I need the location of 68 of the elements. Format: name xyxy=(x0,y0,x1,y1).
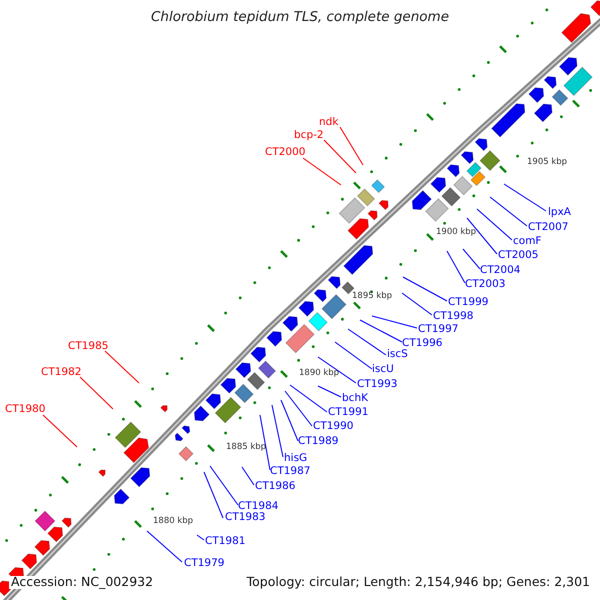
gene-label: CT1993 xyxy=(357,379,398,390)
gene-label: CT1979 xyxy=(184,558,224,568)
gene-label: CT1998 xyxy=(433,311,474,322)
leader-line xyxy=(146,530,182,562)
gene-label: CT1981 xyxy=(205,536,246,546)
genome-stats-text: Topology: circular; Length: 2,154,946 bp; Genes: 2,301 xyxy=(244,576,592,588)
leader-line xyxy=(272,404,284,458)
leader-line xyxy=(290,384,328,412)
scale-label: 1900 kbp xyxy=(436,228,476,236)
gene-label: CT2005 xyxy=(498,250,538,260)
scale-label: 1885 kbp xyxy=(226,443,266,452)
leader-line xyxy=(210,466,238,506)
leader-line xyxy=(334,342,372,370)
leader-line xyxy=(80,376,114,410)
gene-label: CT1984 xyxy=(238,501,278,512)
gene-label: CT1980 xyxy=(5,404,46,414)
leader-line xyxy=(318,386,342,398)
gene-label: hisG xyxy=(284,453,308,464)
gene-label: CT1983 xyxy=(225,512,266,522)
gene-label: CT1996 xyxy=(402,338,442,348)
leader-line xyxy=(476,208,512,240)
gene-label: CT2004 xyxy=(480,265,520,276)
map-title: Chlorobium tepidum TLS, complete genome xyxy=(150,11,450,24)
leader-line xyxy=(402,292,432,316)
gene-label: CT1997 xyxy=(418,324,458,334)
gene-label: CT2003 xyxy=(465,279,506,290)
gene-label: bchK xyxy=(342,393,368,404)
leader-line xyxy=(318,356,356,384)
gene-label: CT1999 xyxy=(448,297,488,308)
gene-label: CT1986 xyxy=(255,481,296,492)
gene-label: comF xyxy=(513,236,542,246)
gene-label: iscS xyxy=(387,349,408,360)
gene-label: CT1982 xyxy=(41,367,82,378)
gene-label: ndk xyxy=(319,117,338,128)
gene-label: CT2007 xyxy=(528,222,568,232)
scale-label: 1895 kbp xyxy=(352,292,392,300)
leader-line xyxy=(284,390,312,426)
gene-label: bcp-2 xyxy=(294,130,324,140)
leader-line xyxy=(280,400,298,442)
leader-line xyxy=(462,248,480,270)
gene-label: CT1987 xyxy=(270,466,310,476)
leader-line xyxy=(324,140,356,174)
gene-label: CT1985 xyxy=(68,341,108,352)
gene-label: lpxA xyxy=(548,207,571,218)
leader-line xyxy=(490,196,528,226)
leader-line xyxy=(504,184,546,212)
scale-label: 1890 kbp xyxy=(299,369,340,378)
leader-line xyxy=(42,414,78,448)
gene-label: CT1989 xyxy=(298,436,338,446)
leader-line xyxy=(242,466,254,486)
leader-line xyxy=(348,328,386,356)
leader-line xyxy=(372,316,418,328)
leader-line xyxy=(446,250,466,284)
leader-line xyxy=(340,126,364,166)
gene-label: CT2000 xyxy=(265,147,306,158)
leader-line xyxy=(196,534,204,540)
leader-line xyxy=(360,320,402,342)
gene-label: CT1991 xyxy=(328,407,368,418)
leader-line xyxy=(104,350,140,384)
gene-label: iscU xyxy=(372,364,394,374)
leader-line xyxy=(402,276,448,302)
leader-line xyxy=(204,472,224,518)
scale-label: 1905 kbp xyxy=(527,158,568,166)
leader-line xyxy=(260,414,270,470)
leader-line xyxy=(302,158,342,186)
gene-label: CT1990 xyxy=(313,421,354,432)
leader-line xyxy=(466,218,498,254)
scale-label: 1880 kbp xyxy=(153,517,194,526)
